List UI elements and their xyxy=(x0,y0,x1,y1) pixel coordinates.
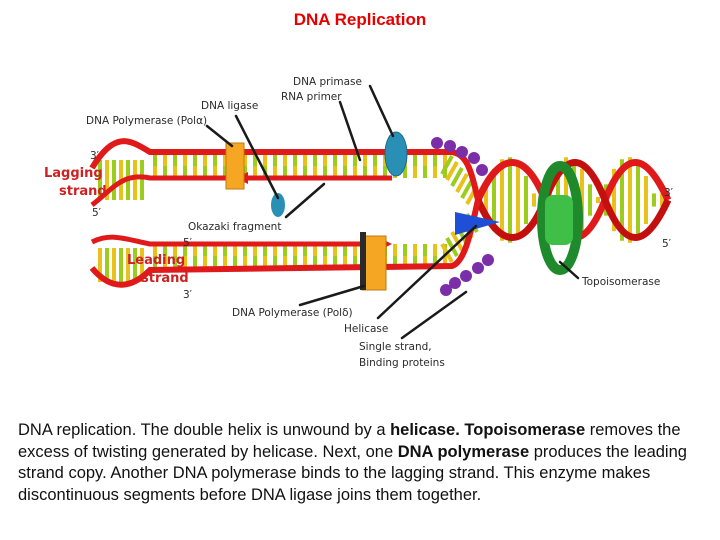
dna-ligase xyxy=(271,193,285,217)
label-dna-polymerase-alpha: DNA Polymerase (Polα) xyxy=(86,115,207,127)
base-pair-rung xyxy=(450,167,464,187)
pointer-lines xyxy=(205,84,580,340)
ssb-protein xyxy=(460,270,472,282)
pointer-primase xyxy=(368,84,395,138)
caption-bold-helicase: helicase. xyxy=(390,421,460,439)
dna-replication-diagram: DNA primase RNA primer DNA ligase DNA Po… xyxy=(44,76,674,369)
pointer-ssb xyxy=(400,290,468,340)
base-pair-rung xyxy=(440,155,454,175)
end-3-right: 3′ xyxy=(664,187,674,199)
label-binding-proteins: Binding proteins xyxy=(359,357,445,369)
label-okazaki-fragment: Okazaki fragment xyxy=(188,221,281,233)
end-3-lagging: 3′ xyxy=(90,150,100,162)
ssb-protein xyxy=(482,254,494,266)
caption-text-1: DNA replication. The double helix is unw… xyxy=(18,421,391,439)
base-pair-rung xyxy=(445,161,459,181)
ssb-proteins xyxy=(431,137,494,296)
label-leading-strand: strand xyxy=(141,271,189,286)
dna-polymerase-alpha xyxy=(225,142,245,190)
caption-bold-dna-polymerase: DNA polymerase xyxy=(397,442,530,461)
ssb-protein xyxy=(440,284,452,296)
label-dna-primase: DNA primase xyxy=(293,76,362,88)
pointer-polymerase-delta xyxy=(298,284,366,307)
ssb-protein xyxy=(472,262,484,274)
label-dna-ligase: DNA ligase xyxy=(201,100,258,112)
topoisomerase-ring xyxy=(537,161,583,275)
ssb-protein xyxy=(468,152,480,164)
pointer-rna-primer xyxy=(338,100,362,162)
pointer-polymerase-alpha xyxy=(205,124,234,148)
label-lagging-strand: strand xyxy=(59,184,107,199)
ssb-protein xyxy=(444,140,456,152)
pointer-okazaki xyxy=(284,182,326,219)
ssb-protein xyxy=(456,146,468,158)
leading-new-strand xyxy=(90,234,380,247)
dna-primase xyxy=(384,131,408,177)
label-single-strand: Single strand, xyxy=(359,341,432,353)
end-3-leading: 3′ xyxy=(183,289,193,301)
pointer-topoisomerase xyxy=(558,260,580,280)
label-leading: Leading xyxy=(127,253,185,268)
lagging-new-strand-left xyxy=(90,174,235,207)
label-lagging: Lagging xyxy=(44,166,103,181)
caption-text-3: removes the excess of twisting generated… xyxy=(18,421,681,461)
base-pair-rung xyxy=(460,179,474,199)
end-5-right: 5′ xyxy=(662,238,672,250)
helix-strand-b xyxy=(474,159,672,241)
ssb-protein xyxy=(431,137,443,149)
base-pair-rung xyxy=(455,173,469,193)
pointer-helicase xyxy=(376,224,478,320)
topoisomerase-body xyxy=(545,195,573,245)
caption-text-4: produces the leading strand copy. Anothe… xyxy=(18,442,687,504)
base-pair-rung xyxy=(450,231,464,251)
label-helicase: Helicase xyxy=(344,323,388,335)
label-dna-polymerase-delta: DNA Polymerase (Polδ) xyxy=(232,307,353,319)
end-5-leading: 5′ xyxy=(183,237,193,249)
page-title: DNA Replication xyxy=(293,10,427,29)
ssb-protein xyxy=(476,164,488,176)
ssb-protein xyxy=(449,277,461,289)
pointer-ligase xyxy=(234,114,280,200)
lagging-template-strand xyxy=(89,138,481,201)
caption: DNA replication. The double helix is unw… xyxy=(18,420,708,506)
polymerase-delta-shadow xyxy=(360,232,366,290)
label-rna-primer: RNA primer xyxy=(281,91,342,103)
label-topoisomerase: Topoisomerase xyxy=(581,276,660,288)
helicase-wedge xyxy=(455,212,500,235)
end-5-lagging: 5′ xyxy=(92,207,102,219)
caption-bold-topoisomerase: Topoisomerase xyxy=(464,421,586,439)
